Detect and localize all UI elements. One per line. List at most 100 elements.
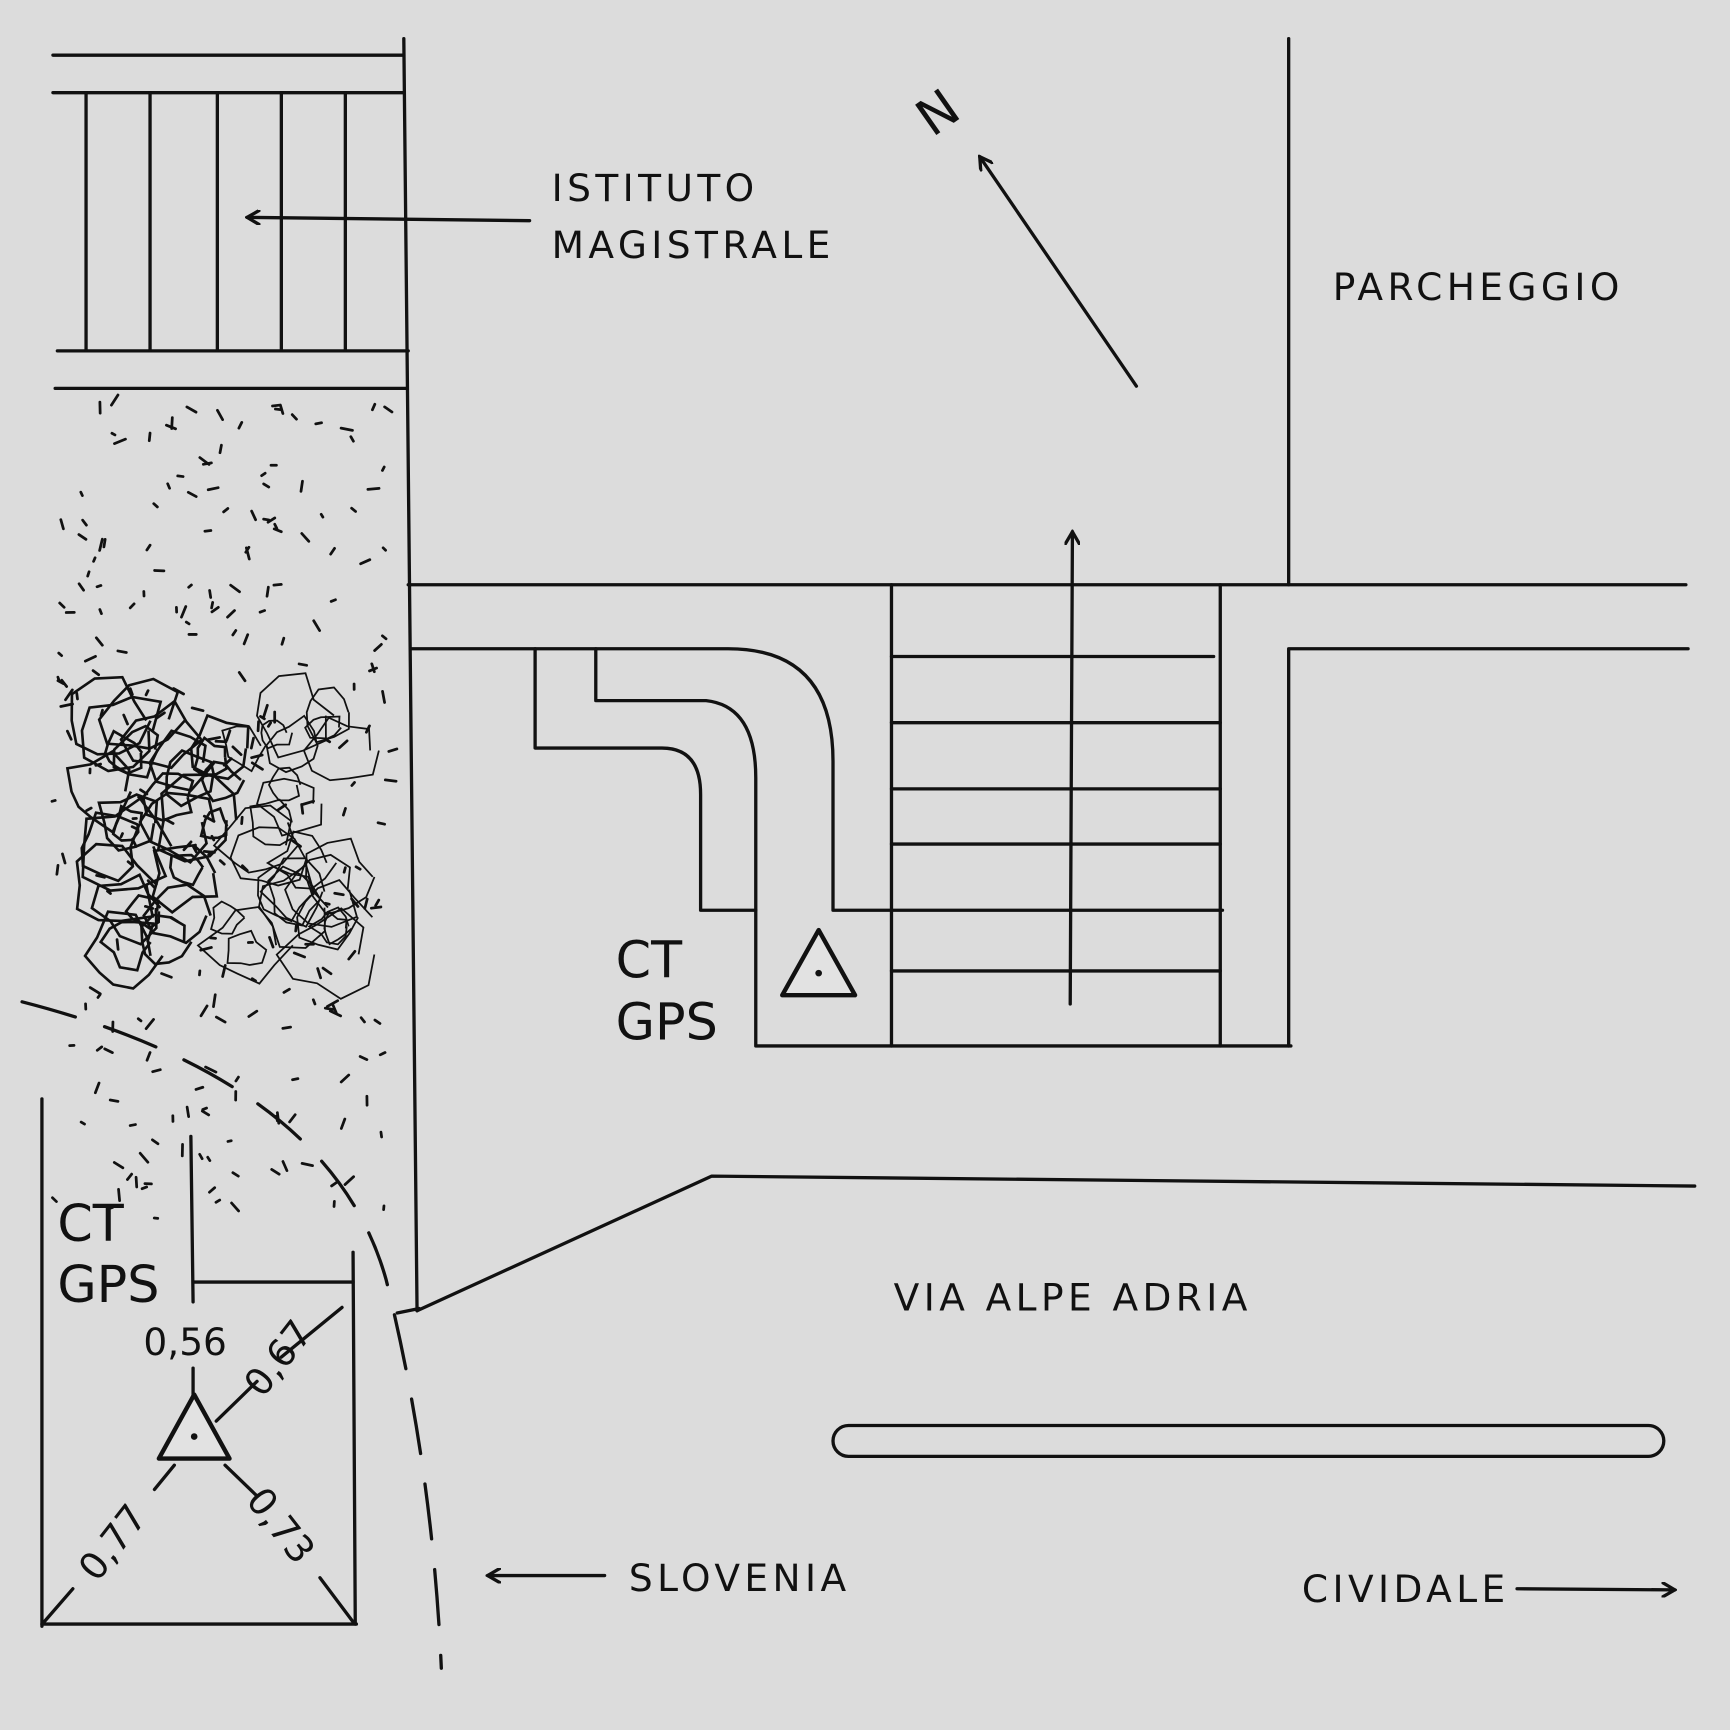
speckle [206, 736, 222, 742]
speckle [61, 852, 67, 865]
speckle [190, 706, 205, 713]
speckle [128, 687, 134, 696]
school-pointer-arrow [247, 217, 532, 220]
speckle [225, 729, 232, 742]
tree-icon [65, 672, 380, 1000]
speckle [366, 486, 381, 491]
tree-scribble [199, 806, 229, 840]
tree-scribble [65, 749, 133, 835]
speckle [95, 1045, 104, 1052]
speckle [108, 1098, 120, 1103]
speckle [329, 546, 336, 556]
speckle [79, 1120, 86, 1126]
speckle [265, 585, 270, 598]
station-inset-label: CT [57, 1194, 124, 1253]
speckle [319, 512, 325, 519]
cividale-label: CIVIDALE [1302, 1567, 1510, 1611]
speckle [166, 482, 171, 490]
speckle [342, 807, 347, 817]
speckle [272, 582, 283, 587]
speckle [208, 589, 213, 599]
speckle [126, 860, 133, 866]
speckle [145, 1051, 152, 1062]
speckle [374, 898, 381, 907]
speckle [281, 1025, 292, 1030]
speckle [301, 799, 315, 806]
tree-scribble [75, 842, 159, 923]
speckle [354, 865, 362, 871]
school-label: ISTITUTO [552, 166, 759, 210]
speckle [56, 675, 61, 682]
speckle [242, 633, 250, 646]
speckle [369, 905, 383, 910]
speckle [290, 413, 298, 421]
speckle [200, 1109, 211, 1117]
speckle [75, 691, 79, 701]
speckle [134, 1175, 139, 1189]
speckle [234, 1075, 240, 1083]
green-area [50, 393, 399, 1220]
tree-scribble [304, 715, 342, 740]
speckle [291, 1077, 300, 1082]
speckle [185, 1105, 191, 1118]
speckle [122, 713, 129, 726]
speckle [77, 533, 88, 541]
tree-scribble [229, 826, 308, 887]
speckle [146, 879, 157, 890]
speckle [194, 1085, 205, 1091]
speckle [106, 889, 112, 895]
tree-scribble [259, 857, 326, 928]
speckle [151, 1138, 160, 1146]
speckle [300, 532, 311, 543]
tree-scribble [138, 791, 216, 865]
speckle [128, 1123, 137, 1127]
tree-scribble [256, 777, 323, 837]
speckle [300, 1162, 314, 1168]
speckle [222, 507, 230, 514]
tree-scribble [267, 766, 302, 802]
speckle [116, 649, 128, 654]
tree-scribble [226, 929, 268, 966]
tree-scribble [119, 699, 203, 770]
speckle [147, 431, 152, 443]
gps-station-inset-marker-icon [156, 1392, 232, 1461]
speckle [94, 636, 104, 647]
speckle [212, 993, 217, 1008]
speckle [93, 1081, 101, 1095]
speckle [130, 825, 139, 831]
tree-scribble [256, 672, 335, 759]
boundary-dashed-line [20, 1000, 443, 1670]
speckle [186, 490, 198, 498]
speckle [83, 654, 97, 663]
speckle [272, 527, 283, 534]
speckle [299, 479, 304, 493]
speckle [240, 815, 244, 825]
speckle [294, 923, 298, 933]
speckle [316, 967, 322, 980]
tree-scribble [142, 883, 212, 945]
station-main-label: CT [616, 931, 683, 990]
tree-scribble [257, 863, 329, 949]
station-inset-label: GPS [57, 1255, 159, 1314]
tree-scribble [148, 729, 216, 792]
stair-direction-arrow [1070, 532, 1072, 1006]
tree-scribble [260, 719, 294, 750]
speckle [198, 1152, 204, 1161]
station-main-label: GPS [616, 992, 718, 1051]
speckle [370, 662, 376, 674]
tree-scribble [200, 760, 246, 803]
speckle [229, 583, 241, 594]
speckle [214, 1015, 227, 1024]
tree-scribble [80, 695, 163, 773]
speckle [51, 1196, 58, 1203]
speckle [237, 671, 247, 683]
tree-scribble [305, 686, 350, 744]
road-edge [415, 1174, 1697, 1313]
tree-scribble [97, 677, 187, 750]
speckle [237, 421, 244, 430]
speckle [387, 747, 399, 753]
school-building [51, 36, 419, 1313]
speckle [379, 1130, 383, 1139]
speckle [126, 1172, 134, 1181]
speckle [339, 1117, 347, 1130]
